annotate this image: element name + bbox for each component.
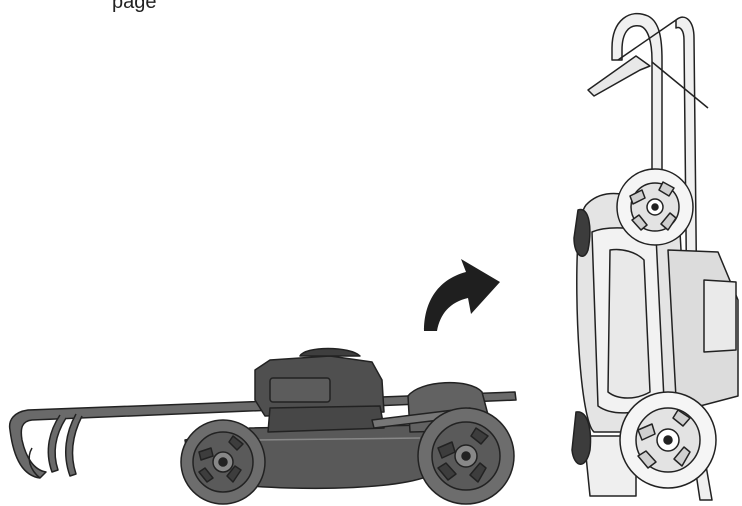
lawn-mower-horizontal-icon <box>10 349 516 505</box>
curved-arrow-icon <box>424 259 500 331</box>
lawn-mower-upright-icon <box>572 14 738 500</box>
